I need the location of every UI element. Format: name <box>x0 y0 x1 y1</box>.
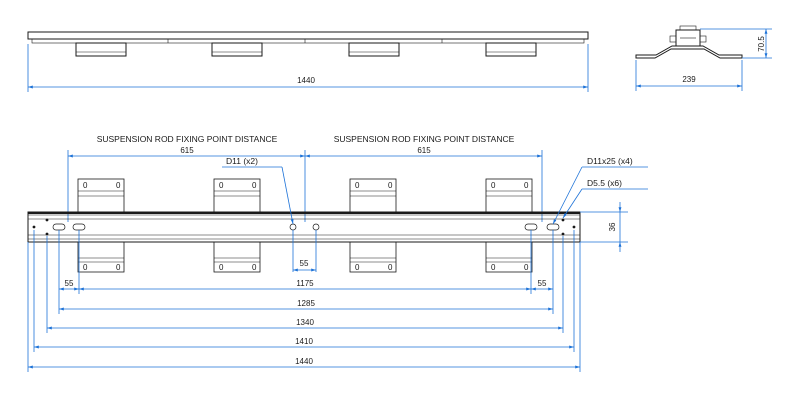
edge-right-dim-text: 55 <box>538 279 547 288</box>
small-hole <box>561 218 565 222</box>
slot-hole <box>546 223 560 231</box>
bracket-mark: 0 <box>116 181 121 190</box>
top-length-dim-text: 1440 <box>297 76 315 85</box>
bracket-mark: 0 <box>524 263 529 272</box>
bracket <box>349 241 397 273</box>
bracket <box>213 241 261 273</box>
dim-text-1175: 1175 <box>296 279 314 288</box>
bracket <box>485 241 533 273</box>
center-hole <box>289 223 297 231</box>
bracket-mark: 0 <box>219 181 224 190</box>
small-hole <box>561 232 565 236</box>
bracket <box>213 178 261 213</box>
front-view: SUSPENSION ROD FIXING POINT DISTANCE SUS… <box>27 134 648 372</box>
suspension-label-right: SUSPENSION ROD FIXING POINT DISTANCE <box>334 134 515 144</box>
top-view-bracket <box>485 42 537 57</box>
callout-center-hole: D11 (x2) <box>226 156 258 166</box>
suspension-label-left: SUSPENSION ROD FIXING POINT DISTANCE <box>97 134 278 144</box>
callout-small-holes-leader <box>562 188 583 219</box>
bracket <box>77 178 125 213</box>
small-hole <box>45 232 49 236</box>
upper-brackets <box>77 178 533 213</box>
bracket-mark: 0 <box>83 181 88 190</box>
bracket-mark: 0 <box>252 181 257 190</box>
bracket-mark: 0 <box>252 263 257 272</box>
callout-slots-leader <box>552 166 583 225</box>
callout-slots: D11x25 (x4) <box>587 156 633 166</box>
bracket-mark: 0 <box>388 181 393 190</box>
small-hole <box>572 225 576 229</box>
suspension-distance-left: 615 <box>180 146 194 155</box>
stacked-dimensions: 1175 1285 1340 1410 1440 <box>27 230 581 372</box>
top-view-bracket <box>211 42 263 57</box>
slot-hole <box>52 223 66 231</box>
suspension-distance-right: 615 <box>417 146 431 155</box>
slot-hole <box>72 223 86 231</box>
bracket-mark: 0 <box>524 181 529 190</box>
bracket-mark: 0 <box>355 263 360 272</box>
bracket-mark: 0 <box>355 181 360 190</box>
lower-brackets <box>77 241 533 273</box>
mounting-rail <box>27 211 581 243</box>
dim-text-1285: 1285 <box>297 299 315 308</box>
slot-hole <box>524 223 538 231</box>
bracket <box>77 241 125 273</box>
center-hole <box>312 223 320 231</box>
top-view-body <box>27 31 589 40</box>
bracket-marks: 0 0 0 0 0 0 0 0 0 0 0 0 0 0 0 0 <box>83 181 529 272</box>
edge-left-dim-text: 55 <box>65 279 74 288</box>
dim-text-1410: 1410 <box>295 337 313 346</box>
center-gap-dim-text: 55 <box>300 259 309 268</box>
side-height-dim-text: 70.5 <box>757 36 766 52</box>
bracket-mark: 0 <box>491 181 496 190</box>
callout-small-holes: D5.5 (x6) <box>587 178 622 188</box>
side-view: 70.5 239 <box>635 25 772 91</box>
bracket-mark: 0 <box>491 263 496 272</box>
top-view-lower-strip <box>31 38 585 44</box>
small-hole <box>45 218 49 222</box>
side-view-profile <box>635 45 743 59</box>
bracket <box>349 178 397 213</box>
callout-center-hole-leader <box>281 166 294 225</box>
top-view-bracket <box>348 42 400 57</box>
dim-text-1340: 1340 <box>296 318 314 327</box>
bracket <box>485 178 533 213</box>
top-view-bracket <box>75 42 127 57</box>
dim-text-1440: 1440 <box>295 357 313 366</box>
top-view: 1440 <box>27 31 589 92</box>
bracket-mark: 0 <box>116 263 121 272</box>
rail-height-dim-text: 36 <box>608 222 617 231</box>
bracket-mark: 0 <box>83 263 88 272</box>
small-hole <box>32 225 36 229</box>
side-width-dim-text: 239 <box>682 75 696 84</box>
rail-top-edge <box>28 212 580 214</box>
bracket-mark: 0 <box>219 263 224 272</box>
bracket-mark: 0 <box>388 263 393 272</box>
